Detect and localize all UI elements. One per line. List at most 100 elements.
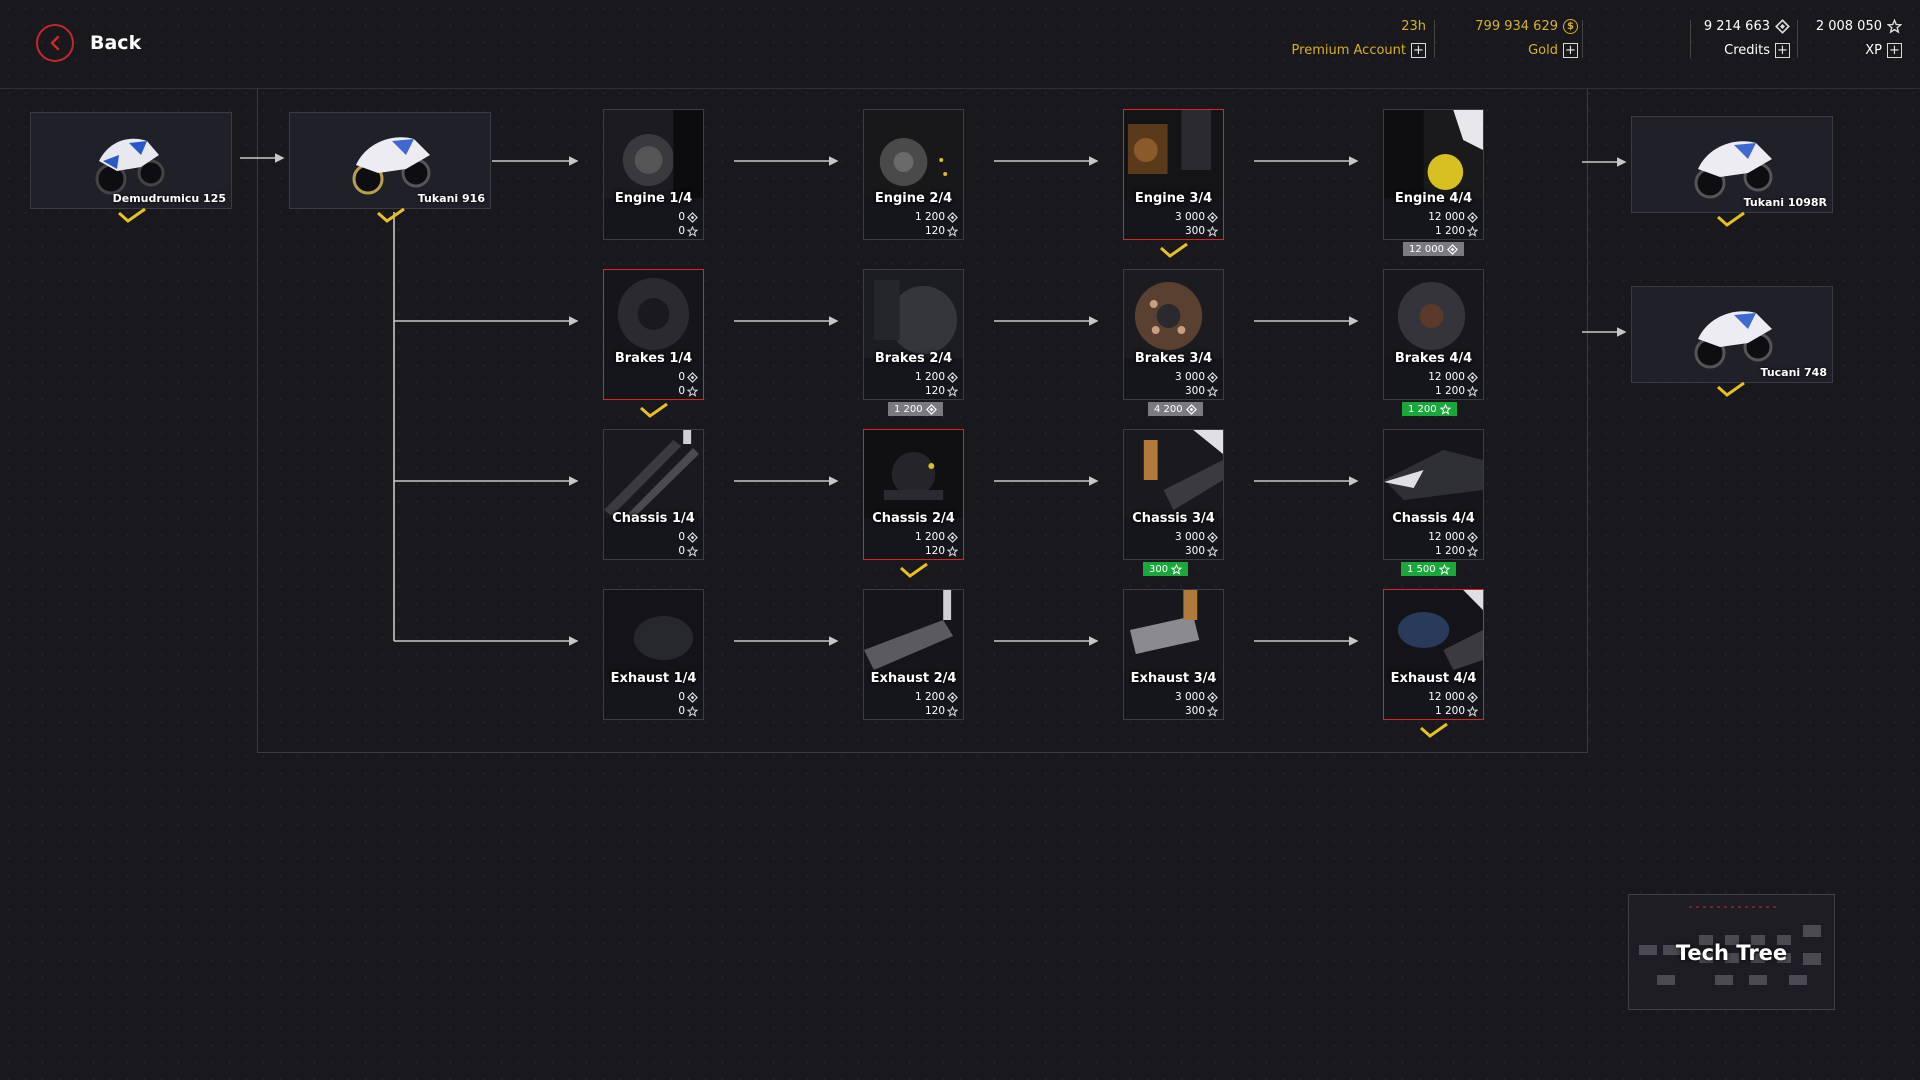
module-card-exhaust-2[interactable]: Exhaust 2/4 1 200 120 [863,589,964,720]
module-card-engine-3[interactable]: Engine 3/4 3 000 300 [1123,109,1224,240]
brakes-part-image [1124,270,1223,358]
module-xp-cost: 0 [678,705,698,717]
exhaust-part-image [604,590,703,678]
chassis-part-image [604,430,703,518]
module-name: Chassis 4/4 [1392,511,1475,526]
module-card-engine-2[interactable]: Engine 2/4 1 200 120 [863,109,964,240]
xp-block: 2 008 050 XP + [1816,16,1902,60]
add-gold-button[interactable]: + [1563,42,1578,58]
bike-card-tukani-1098r[interactable]: Tukani 1098R [1631,116,1833,213]
tech-tree-button[interactable]: Tech Tree [1628,894,1835,1010]
gold-value: 799 934 629 [1475,18,1558,34]
unlocked-check-icon [118,207,146,223]
back-arrow-icon [36,24,74,62]
module-card-exhaust-3[interactable]: Exhaust 3/4 3 000 300 [1123,589,1224,720]
module-card-brakes-3[interactable]: Brakes 3/4 3 000 300 [1123,269,1224,400]
premium-account-block: 23h Premium Account + [1292,16,1426,60]
module-xp-cost: 120 [925,545,958,557]
credits-label: Credits [1724,42,1770,58]
exhaust-part-image [1124,590,1223,678]
credits-block: 9 214 663 Credits + [1704,16,1790,60]
module-name: Brakes 4/4 [1394,351,1473,366]
module-credits-cost: 0 [678,371,698,383]
module-card-exhaust-1[interactable]: Exhaust 1/4 0 0 [603,589,704,720]
module-name: Exhaust 4/4 [1390,671,1477,686]
module-xp-cost: 0 [678,225,698,237]
module-card-brakes-2[interactable]: Brakes 2/4 1 200 120 [863,269,964,400]
top-bar: Back 23h Premium Account + 799 934 629 $… [0,0,1920,89]
module-credits-cost: 3 000 [1175,371,1218,383]
module-name: Chassis 3/4 [1132,511,1215,526]
module-name: Engine 4/4 [1394,191,1473,206]
chassis-part-image [1124,430,1223,518]
module-credits-cost: 1 200 [915,531,958,543]
xp-star-icon [1887,18,1902,34]
bike-name: Tucani 748 [1760,366,1827,379]
module-credits-cost: 12 000 [1428,211,1478,223]
tech-tree-panel [257,89,1588,753]
module-xp-cost: 120 [925,225,958,237]
xp-badge: 1 200 [1402,402,1457,416]
premium-account-label: Premium Account [1291,42,1406,58]
unlocked-check-icon [1717,381,1745,397]
module-xp-cost: 300 [1185,705,1218,717]
premium-timer: 23h [1401,18,1426,34]
motorcycle-icon [352,137,431,195]
module-xp-cost: 1 200 [1435,545,1478,557]
engine-part-image [1384,110,1483,198]
engine-part-image [604,110,703,198]
bike-card-demudrumicu[interactable]: Demudrumicu 125 [30,112,232,209]
module-card-chassis-1[interactable]: Chassis 1/4 0 0 [603,429,704,560]
module-credits-cost: 12 000 [1428,371,1478,383]
module-card-exhaust-4[interactable]: Exhaust 4/4 12 000 1 200 [1383,589,1484,720]
motorcycle-icon [95,138,165,195]
xp-badge: 1 500 [1401,562,1456,576]
exhaust-part-image [1384,590,1483,678]
credits-badge: 1 200 [888,402,943,416]
module-credits-cost: 12 000 [1428,691,1478,703]
module-xp-cost: 300 [1185,545,1218,557]
module-xp-cost: 1 200 [1435,385,1478,397]
module-credits-cost: 3 000 [1175,691,1218,703]
bike-name: Tukani 1098R [1743,196,1827,209]
module-card-engine-4[interactable]: Engine 4/4 12 000 1 200 [1383,109,1484,240]
module-card-chassis-3[interactable]: Chassis 3/4 3 000 300 [1123,429,1224,560]
module-name: Engine 3/4 [1134,191,1213,206]
add-xp-button[interactable]: + [1887,42,1902,58]
brakes-part-image [604,270,703,358]
divider [1582,20,1583,58]
add-premium-button[interactable]: + [1411,42,1426,58]
back-label: Back [90,32,142,54]
module-credits-cost: 12 000 [1428,531,1478,543]
module-card-brakes-1[interactable]: Brakes 1/4 0 0 [603,269,704,400]
module-credits-cost: 1 200 [915,371,958,383]
unlocked-check-icon [1160,242,1188,258]
module-xp-cost: 0 [678,545,698,557]
gold-coin-icon: $ [1563,18,1578,34]
unlocked-check-icon [377,207,405,223]
credits-badge: 4 200 [1148,402,1203,416]
module-xp-cost: 300 [1185,385,1218,397]
module-name: Engine 1/4 [614,191,693,206]
divider [1797,20,1798,58]
module-credits-cost: 0 [678,531,698,543]
module-name: Engine 2/4 [874,191,953,206]
add-credits-button[interactable]: + [1775,42,1790,58]
module-card-chassis-2[interactable]: Chassis 2/4 1 200 120 [863,429,964,560]
module-card-brakes-4[interactable]: Brakes 4/4 12 000 1 200 [1383,269,1484,400]
module-credits-cost: 1 200 [915,211,958,223]
credits-value: 9 214 663 [1703,18,1770,34]
bike-card-tucani-748[interactable]: Tucani 748 [1631,286,1833,383]
xp-value: 2 008 050 [1815,18,1882,34]
unlocked-check-icon [900,562,928,578]
module-card-engine-1[interactable]: Engine 1/4 0 0 [603,109,704,240]
bike-name: Demudrumicu 125 [112,192,226,205]
module-card-chassis-4[interactable]: Chassis 4/4 12 000 1 200 [1383,429,1484,560]
engine-part-image [1124,110,1223,198]
bike-card-tukani-916[interactable]: Tukani 916 [289,112,491,209]
back-button[interactable]: Back [36,24,141,62]
module-xp-cost: 120 [925,385,958,397]
exhaust-part-image [864,590,963,678]
tech-tree-label: Tech Tree [1675,941,1788,965]
